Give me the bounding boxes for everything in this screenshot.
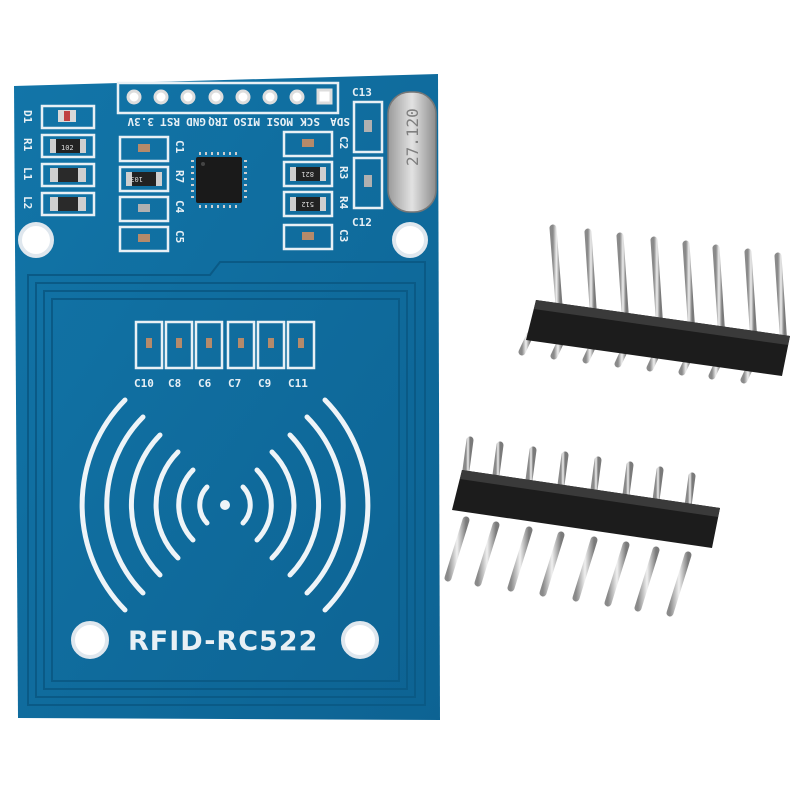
rf-wave-icon xyxy=(79,397,371,613)
label-c8: C8 xyxy=(168,377,181,390)
pin-label: MOSI xyxy=(267,115,294,128)
mounting-hole xyxy=(71,621,109,659)
board-label: RFID-RC522 xyxy=(128,626,318,657)
label-c11: C11 xyxy=(288,377,308,390)
label-c9: C9 xyxy=(258,377,271,390)
antenna-capacitors: C10 C8 C6 C7 C9 C11 xyxy=(134,320,316,390)
label-c7: C7 xyxy=(228,377,241,390)
label-c6: C6 xyxy=(198,377,212,390)
pin-label: GND xyxy=(186,115,206,128)
pin-label: 3.3V xyxy=(127,115,154,128)
mounting-hole xyxy=(341,621,379,659)
label-l1: L1 xyxy=(21,167,34,181)
rc522-chip xyxy=(191,152,247,208)
label-r7: R7 xyxy=(173,170,186,183)
label-c2: C2 xyxy=(337,136,350,149)
straight-pin-header xyxy=(444,436,720,617)
mounting-hole xyxy=(18,222,54,258)
label-c5: C5 xyxy=(173,230,186,243)
pin-labels: SDA SCK MOSI MISO IRQ GND RST 3.3V xyxy=(127,115,350,128)
left-components: 102 D1 R1 L1 L2 xyxy=(21,104,96,217)
label-c10: C10 xyxy=(134,377,154,390)
label-r4: R4 xyxy=(337,196,350,210)
resistor-code: 512 xyxy=(301,200,314,208)
label-l2: L2 xyxy=(21,196,34,209)
label-r3: R3 xyxy=(337,166,350,179)
resistor-code: 103 xyxy=(130,175,143,183)
label-c13: C13 xyxy=(352,86,372,99)
crystal-area: C13 C12 27.120 xyxy=(352,86,437,229)
pin-label: RST xyxy=(160,115,180,128)
resistor-code: 102 xyxy=(61,144,74,152)
pin-label: IRQ xyxy=(208,115,228,128)
rfid-board: SDA SCK MOSI MISO IRQ GND RST 3.3V 102 D… xyxy=(14,74,440,720)
label-c4: C4 xyxy=(173,200,186,214)
pin-label: SCK xyxy=(300,115,320,128)
pin-label: SDA xyxy=(330,115,350,128)
pin-label: MISO xyxy=(233,115,260,128)
right-angle-pin-header xyxy=(518,224,790,384)
mounting-hole xyxy=(392,222,428,258)
center-left-components: C1 R7 C4 C5 103 xyxy=(118,135,186,253)
label-c1: C1 xyxy=(173,140,186,154)
label-c12: C12 xyxy=(352,216,372,229)
pin-header-pads xyxy=(116,81,340,115)
center-right-components: 821 512 C2 R3 R4 C3 xyxy=(282,130,350,251)
label-c3: C3 xyxy=(337,229,350,242)
crystal-oscillator xyxy=(387,91,437,213)
crystal-marking: 27.120 xyxy=(403,108,422,166)
resistor-code: 821 xyxy=(301,170,314,178)
label-d1: D1 xyxy=(21,110,34,124)
label-r1: R1 xyxy=(21,138,34,152)
